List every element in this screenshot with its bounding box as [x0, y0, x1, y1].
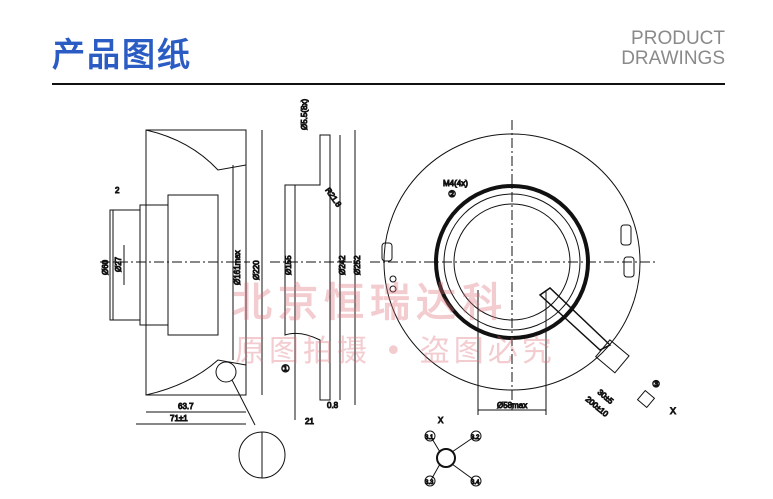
dim-m4: M4(4x)	[443, 179, 468, 188]
section-view	[270, 130, 360, 420]
marker-3: ③	[652, 379, 660, 389]
pin-3-4: 3.4	[471, 480, 480, 486]
dim-71: 71±1	[170, 414, 188, 423]
watermark-line-1: 北京恒瑞达科	[232, 280, 508, 326]
pin-3-3: 3.3	[425, 480, 434, 486]
front-view	[370, 120, 656, 415]
dim-d58: Ø58max	[497, 401, 527, 410]
dim-21: 21	[305, 417, 314, 426]
dim-2: 2	[115, 186, 120, 195]
view-x-label: X	[670, 406, 676, 416]
page-title: 产品图纸	[52, 35, 192, 74]
dim-d161: Ø161max	[233, 250, 242, 285]
subtitle-line-1: PRODUCT	[631, 28, 725, 49]
pin-3-2: 3.2	[471, 435, 480, 441]
connector-x-label: X	[438, 416, 444, 425]
dim-hole: Ø5.5(8x)	[300, 99, 309, 130]
dim-63-7: 63.7	[178, 402, 194, 411]
side-view	[100, 129, 286, 479]
marker-2: ②	[448, 189, 456, 199]
dim-d252: Ø252	[353, 255, 362, 275]
dim-d220: Ø220	[252, 260, 261, 280]
watermark-line-2: 原图拍摄 • 盗图必究	[235, 334, 556, 369]
dim-d60: Ø60	[101, 259, 110, 275]
pin-3-1: 3.1	[425, 435, 434, 441]
subtitle-line-2: DRAWINGS	[621, 48, 725, 69]
dim-d242: Ø242	[338, 255, 347, 275]
connector-diagram	[424, 430, 482, 487]
header-divider	[52, 83, 725, 85]
dim-d27: Ø27	[114, 256, 123, 272]
dim-0-8: 0.8	[327, 401, 339, 410]
dim-d155: Ø155	[284, 255, 293, 275]
marker-1: ①	[281, 364, 290, 375]
